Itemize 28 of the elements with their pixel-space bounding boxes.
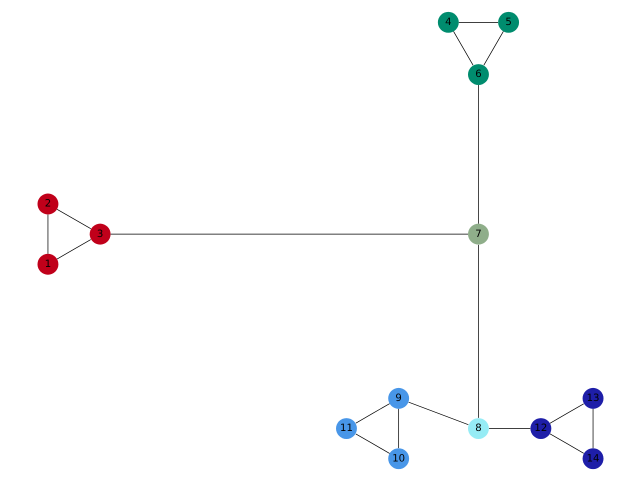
connector xyxy=(398,408,399,448)
connector xyxy=(56,208,91,229)
connector xyxy=(452,30,473,66)
node-circle: 7 xyxy=(468,223,488,244)
node-circle: 2 xyxy=(37,193,58,214)
node-circle: 11 xyxy=(336,418,356,438)
connector xyxy=(458,21,498,22)
connector xyxy=(56,238,91,259)
node-circle: 10 xyxy=(388,448,409,469)
connector xyxy=(482,30,504,66)
node-circle: 13 xyxy=(582,387,603,408)
node-circle: 6 xyxy=(468,64,488,84)
node-circle: 5 xyxy=(498,11,519,32)
connector xyxy=(592,408,593,448)
connector xyxy=(408,401,468,425)
node-circle: 12 xyxy=(530,418,551,438)
connector xyxy=(549,402,584,424)
node-circle: 3 xyxy=(89,223,110,244)
node-circle: 1 xyxy=(37,253,58,274)
connector xyxy=(354,402,390,423)
connector xyxy=(549,432,584,454)
node-circle: 8 xyxy=(468,418,488,438)
node-circle: 14 xyxy=(582,448,603,469)
connector xyxy=(47,214,48,254)
node-circle: 9 xyxy=(388,387,409,408)
connector xyxy=(354,433,390,454)
connector xyxy=(110,233,468,234)
node-circle: 4 xyxy=(437,11,458,32)
